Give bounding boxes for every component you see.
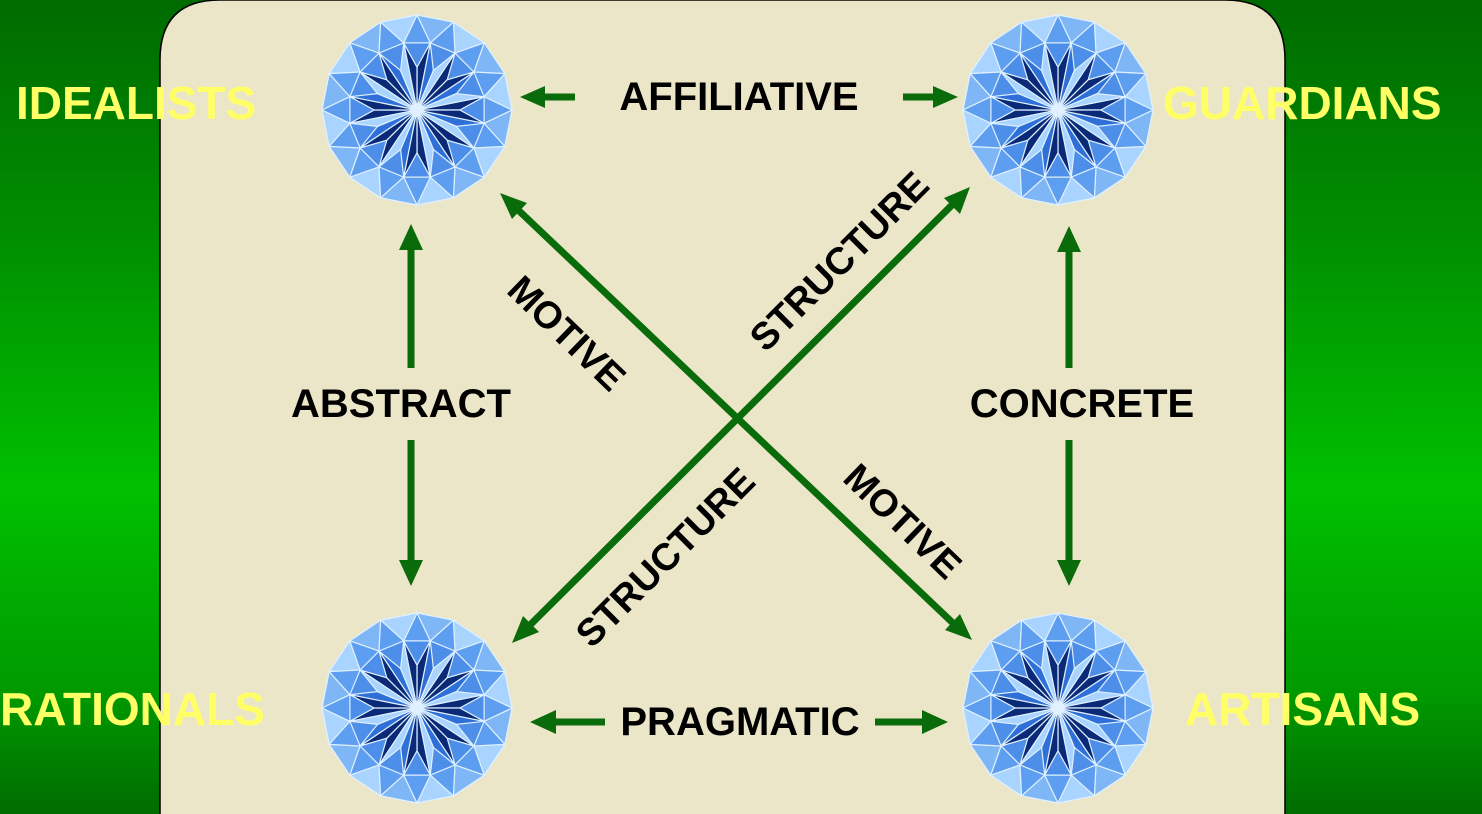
group-label-rationals: RATIONALS (0, 686, 265, 732)
group-label-guardians: GUARDIANS (1163, 80, 1442, 126)
label-affiliative: AFFILIATIVE (619, 77, 858, 117)
group-label-idealists: IDEALISTS (16, 80, 256, 126)
label-concrete: CONCRETE (970, 384, 1194, 424)
diamond-gem-icon (322, 15, 512, 205)
diamond-gem-icon (322, 613, 512, 803)
diamond-gem-icon (963, 15, 1153, 205)
label-pragmatic: PRAGMATIC (620, 702, 859, 742)
group-label-artisans: ARTISANS (1185, 686, 1420, 732)
diamond-gem-icon (963, 613, 1153, 803)
label-abstract: ABSTRACT (291, 384, 511, 424)
